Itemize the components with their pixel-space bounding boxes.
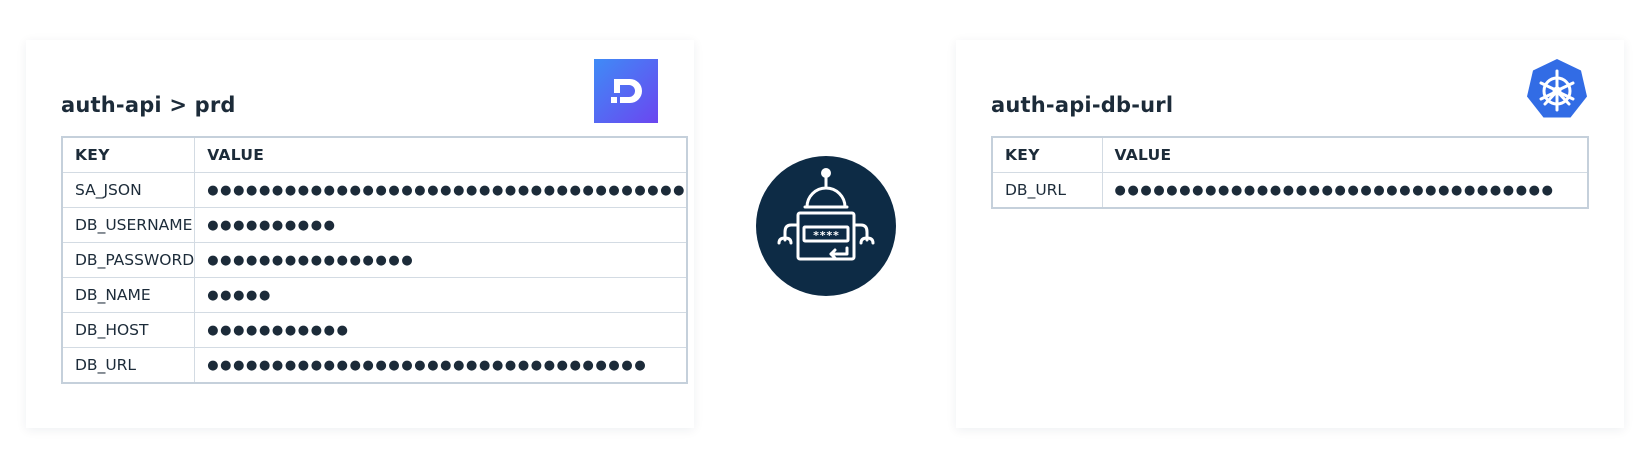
secret-key: DB_PASSWORD xyxy=(61,242,196,278)
column-header-value: VALUE xyxy=(194,136,688,173)
kubernetes-logo-icon xyxy=(1527,59,1587,118)
table-row: DB_PASSWORD ●●●●●●●●●●●●●●●● xyxy=(61,242,688,278)
table-header-row: KEY VALUE xyxy=(991,136,1589,173)
kubernetes-secret-card: auth-api-db-url KEY VALUE DB_URL xyxy=(956,40,1624,428)
secret-value-masked: ●●●●●●●●●● xyxy=(194,207,688,243)
column-header-key: KEY xyxy=(61,136,196,173)
secrets-table: KEY VALUE DB_URL ●●●●●●●●●●●●●●●●●●●●●●●… xyxy=(991,136,1589,209)
secret-key: DB_URL xyxy=(61,347,196,384)
secret-key: DB_HOST xyxy=(61,312,196,348)
table-row: DB_URL ●●●●●●●●●●●●●●●●●●●●●●●●●●●●●●●●●… xyxy=(991,172,1589,209)
secret-value-masked: ●●●●●●●●●●●●●●●●●●●●●●●●●●●●●●●●●● xyxy=(1101,172,1589,209)
secret-value-masked: ●●●●●●●●●●●●●●●●●●●●●●●●●●●●●●●●●● xyxy=(194,347,688,384)
column-header-value: VALUE xyxy=(1101,136,1589,173)
robot-password-sync-icon: **** xyxy=(756,156,896,296)
secret-key: SA_JSON xyxy=(61,172,196,208)
table-row: SA_JSON ●●●●●●●●●●●●●●●●●●●●●●●●●●●●●●●●… xyxy=(61,172,688,208)
masked-password-label: **** xyxy=(813,229,840,242)
doppler-secrets-card: auth-api > prd KEY VALUE SA_JSON ●●●●●●●… xyxy=(26,40,694,428)
secret-value-masked: ●●●●●●●●●●●●●●●●●●●●●●●●●●●●●●●●●●●●● xyxy=(194,172,688,208)
column-header-key: KEY xyxy=(991,136,1103,173)
secret-key: DB_URL xyxy=(991,172,1103,209)
secret-value-masked: ●●●●● xyxy=(194,277,688,313)
table-row: DB_NAME ●●●●● xyxy=(61,277,688,313)
secret-key: DB_USERNAME xyxy=(61,207,196,243)
table-row: DB_HOST ●●●●●●●●●●● xyxy=(61,312,688,348)
table-header-row: KEY VALUE xyxy=(61,136,688,173)
secret-key: DB_NAME xyxy=(61,277,196,313)
doppler-logo-icon xyxy=(594,59,658,123)
secret-value-masked: ●●●●●●●●●●● xyxy=(194,312,688,348)
table-row: DB_USERNAME ●●●●●●●●●● xyxy=(61,207,688,243)
card-title: auth-api > prd xyxy=(61,93,236,117)
secrets-table: KEY VALUE SA_JSON ●●●●●●●●●●●●●●●●●●●●●●… xyxy=(61,136,689,384)
table-row: DB_URL ●●●●●●●●●●●●●●●●●●●●●●●●●●●●●●●●●… xyxy=(61,347,688,384)
secret-value-masked: ●●●●●●●●●●●●●●●● xyxy=(194,242,688,278)
card-title: auth-api-db-url xyxy=(991,93,1174,117)
